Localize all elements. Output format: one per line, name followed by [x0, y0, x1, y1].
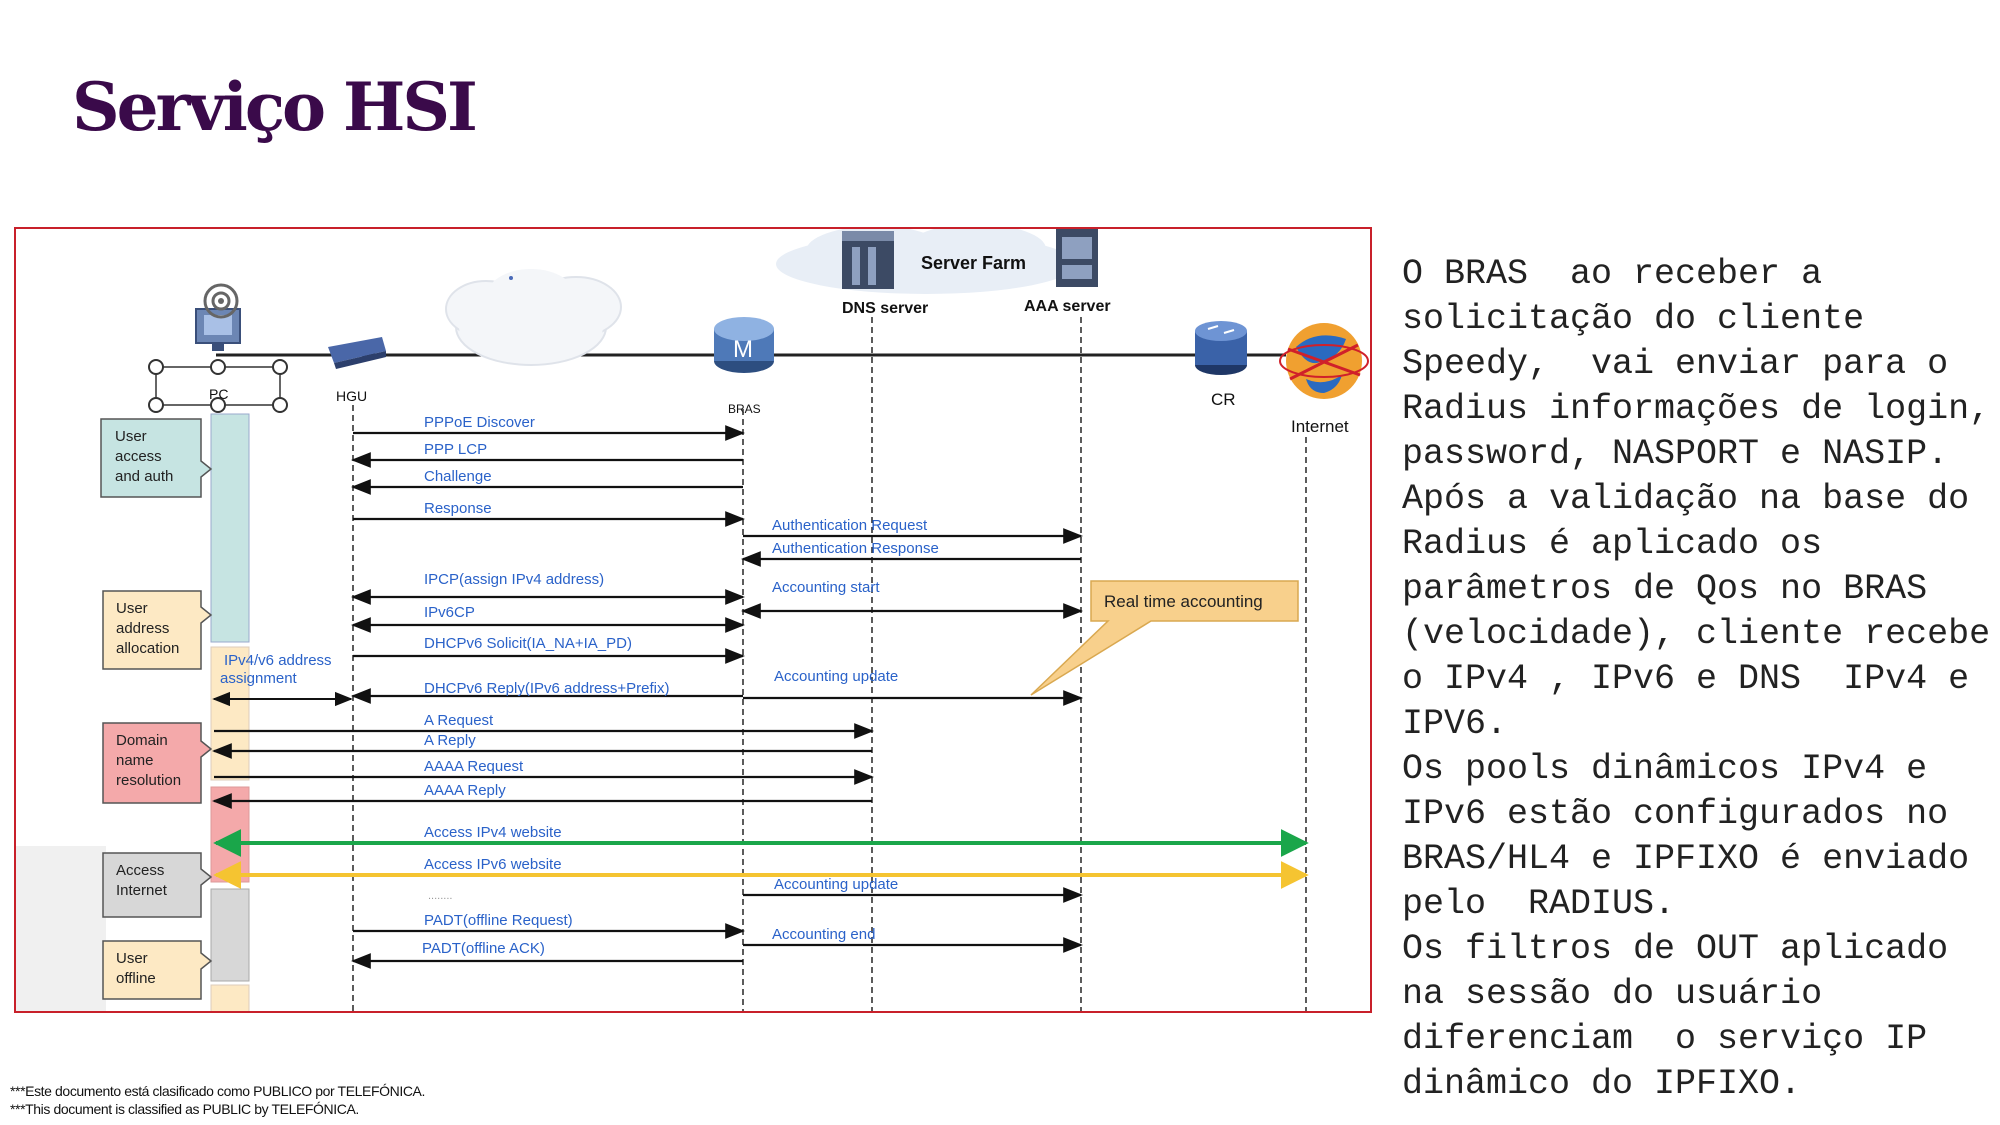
- ipv46-label-line1: IPv4/v6 address: [224, 652, 332, 669]
- label-accounting-start: Accounting start: [772, 579, 880, 596]
- phase-access-internet: Access Internet: [102, 852, 213, 918]
- phase-user-access-auth: User access and auth: [100, 418, 213, 498]
- phase-dns-line3: resolution: [116, 772, 181, 789]
- message-arrows: [212, 425, 1083, 969]
- slide-title: Serviço HSI: [72, 68, 478, 146]
- label-accounting-end: Accounting end: [772, 926, 875, 943]
- bras-icon-letter: M: [733, 336, 753, 363]
- phase-offline-line2: offline: [116, 970, 156, 987]
- label-access-ipv6: Access IPv6 website: [424, 856, 562, 873]
- phase-addr-line1: User: [116, 600, 148, 617]
- hgu-label: HGU: [336, 388, 367, 404]
- phase-user-address-allocation: User address allocation: [102, 590, 213, 670]
- label-a-request: A Request: [424, 712, 494, 729]
- phase-offline-line1: User: [116, 950, 148, 967]
- footer-line-1: ***Este documento está clasificado como …: [10, 1083, 425, 1099]
- pc-label: PC: [209, 386, 228, 402]
- label-a-reply: A Reply: [424, 732, 476, 749]
- pc-bar-offline: [210, 984, 250, 1011]
- selection-handles: [148, 359, 288, 413]
- server-farm-cloud: Server Farm: [776, 229, 1076, 294]
- phase-dns-line2: name: [116, 752, 154, 769]
- phase-dns-line1: Domain: [116, 732, 168, 749]
- hgu-icon: [328, 337, 386, 369]
- label-auth-response: Authentication Response: [772, 540, 939, 557]
- sequence-diagram: Server Farm PC: [14, 227, 1372, 1013]
- label-ipcp: IPCP(assign IPv4 address): [424, 571, 604, 588]
- text-clip-overlay: [1395, 1110, 2000, 1125]
- callout-text: Real time accounting: [1104, 592, 1263, 611]
- internet-globe-icon: [1279, 323, 1369, 399]
- aaa-server-icon: [1056, 229, 1098, 287]
- label-accounting-update-2: Accounting update: [774, 876, 898, 893]
- label-padt-ack: PADT(offline ACK): [422, 940, 545, 957]
- phase-access-line1: Access: [116, 862, 164, 879]
- label-dhcpv6-solicit: DHCPv6 Solicit(IA_NA+IA_PD): [424, 635, 632, 652]
- label-response: Response: [424, 500, 492, 517]
- label-challenge: Challenge: [424, 468, 492, 485]
- ellipsis-marker: ........: [428, 890, 452, 902]
- label-accounting-update-1: Accounting update: [774, 668, 898, 685]
- description-text: O BRAS ao receber a solicitação do clien…: [1402, 254, 1991, 1104]
- phase-auth-line3: and auth: [115, 468, 173, 485]
- server-farm-label: Server Farm: [921, 253, 1026, 273]
- phase-auth-line1: User: [115, 428, 147, 445]
- message-labels: PPPoE Discover PPP LCP Challenge Respons…: [422, 414, 939, 957]
- phase-addr-line2: address: [116, 620, 169, 637]
- label-aaaa-reply: AAAA Reply: [424, 782, 506, 799]
- phase-access-line2: Internet: [116, 882, 168, 899]
- internet-label: Internet: [1291, 417, 1349, 436]
- phase-auth-line2: access: [115, 448, 162, 465]
- classification-footer: ***Este documento está clasificado como …: [10, 1082, 425, 1118]
- ipv46-label-line2: assignment: [220, 670, 298, 687]
- label-ppp-lcp: PPP LCP: [424, 441, 487, 458]
- footer-line-2: ***This document is classified as PUBLIC…: [10, 1101, 359, 1117]
- label-dhcpv6-reply: DHCPv6 Reply(IPv6 address+Prefix): [424, 680, 670, 697]
- label-pppoe-discover: PPPoE Discover: [424, 414, 535, 431]
- label-ipv6cp: IPv6CP: [424, 604, 475, 621]
- access-network-cloud: [445, 269, 622, 366]
- cr-label: CR: [1211, 390, 1236, 409]
- phase-domain-name-resolution: Domain name resolution: [102, 722, 213, 804]
- label-access-ipv4: Access IPv4 website: [424, 824, 562, 841]
- pc-icon: [195, 283, 241, 351]
- aaa-server-label: AAA server: [1024, 298, 1111, 315]
- phase-user-offline: User offline: [102, 940, 213, 1000]
- label-aaaa-request: AAAA Request: [424, 758, 524, 775]
- label-auth-request: Authentication Request: [772, 517, 928, 534]
- pc-bar-access: [210, 888, 250, 982]
- pc-bar-auth: [210, 413, 250, 643]
- label-padt-request: PADT(offline Request): [424, 912, 573, 929]
- bras-icon: M: [714, 317, 774, 373]
- phase-addr-line3: allocation: [116, 640, 179, 657]
- dns-server-icon: [842, 231, 894, 289]
- real-time-accounting-callout: Real time accounting: [1030, 580, 1299, 696]
- background-panel: [16, 846, 106, 1011]
- cr-icon: [1195, 321, 1247, 375]
- bras-label: BRAS: [728, 402, 761, 416]
- dns-server-label: DNS server: [842, 300, 928, 317]
